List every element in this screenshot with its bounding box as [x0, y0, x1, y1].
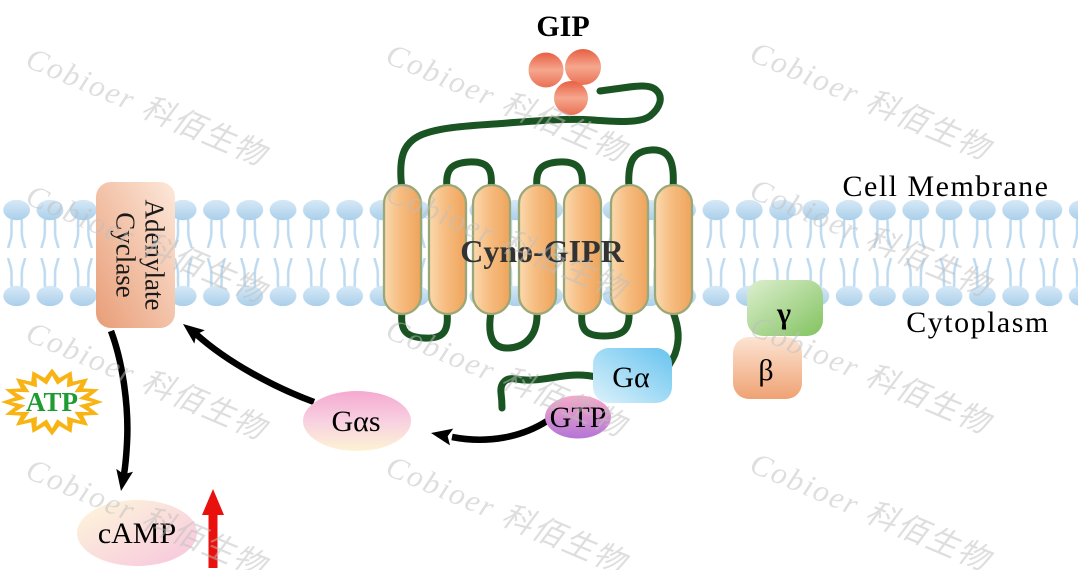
- extracellular-loop-3: [625, 146, 677, 192]
- camp-label: cAMP: [98, 517, 176, 550]
- n-terminus-loop: [397, 82, 664, 193]
- g-alpha-s-ellipse: [303, 391, 411, 451]
- receptor-loops: [397, 82, 682, 412]
- g-alpha-box: [593, 348, 672, 403]
- helix-1: [382, 183, 423, 316]
- beta-box: [733, 337, 802, 399]
- camp-molecule: cAMP: [77, 500, 197, 566]
- extracellular-loop-1: [443, 158, 495, 192]
- transmembrane-helices: [382, 183, 694, 316]
- gamma-label: γ: [776, 297, 791, 330]
- gip-circle-1: [528, 52, 564, 88]
- helix-3: [471, 183, 512, 316]
- g-alpha-s-label: Gαs: [331, 405, 380, 438]
- beta-label: β: [758, 354, 773, 387]
- camp-increase-arrow: [202, 489, 224, 568]
- helix-5: [562, 183, 603, 316]
- g-alpha-label: Gα: [612, 361, 650, 394]
- arrowhead-gtp-to-galphas: [431, 428, 454, 446]
- cytoplasm-label: Cytoplasm: [906, 306, 1050, 339]
- helix-4: [517, 183, 558, 316]
- arrowhead-galphas-to-adenylate-cyclase: [183, 324, 205, 344]
- g-alpha-subunit: Gα: [593, 348, 672, 403]
- atp-label: ATP: [26, 387, 78, 417]
- gtp-label: GTP: [550, 401, 607, 434]
- signal-arrows: [107, 324, 549, 491]
- receptor-label: Cyno-GIPR: [460, 233, 624, 269]
- adenylate-cyclase: Adenylate Cyclase: [96, 182, 175, 328]
- helix-7: [653, 183, 694, 316]
- atp-star-middle: [11, 375, 93, 429]
- gip-circle-3: [554, 81, 588, 115]
- cell-membrane-label: Cell Membrane: [843, 170, 1050, 203]
- arrow-atp-to-camp: [107, 329, 131, 481]
- arrow-galphas-to-adenylate-cyclase: [193, 331, 316, 406]
- gamma-box: [747, 280, 823, 336]
- c-terminus-tail: [497, 371, 600, 412]
- adenylate-cyclase-label-line1: Adenylate: [140, 200, 170, 311]
- helix-2: [427, 183, 468, 316]
- gtp-ellipse: [545, 395, 611, 439]
- gamma-subunit: γ: [747, 280, 823, 336]
- helix-6: [609, 183, 650, 316]
- adenylate-cyclase-box: [96, 182, 175, 328]
- intracellular-loop-3: [578, 308, 633, 340]
- gip-ligand: GIP: [528, 10, 601, 115]
- g-alpha-s-subunit: Gαs: [303, 391, 411, 451]
- atp-starburst: ATP: [1, 368, 103, 436]
- gip-circle-2: [565, 49, 601, 85]
- beta-subunit: β: [733, 337, 802, 399]
- intracellular-loop-1: [398, 308, 451, 342]
- camp-ellipse: [77, 500, 197, 566]
- arrow-gtp-to-galphas: [451, 418, 549, 443]
- gtp-molecule: GTP: [545, 395, 611, 439]
- gip-label: GIP: [536, 10, 589, 43]
- adenylate-cyclase-label-line2: Cyclase: [111, 212, 141, 297]
- arrowhead-atp-to-camp: [116, 468, 134, 491]
- extracellular-loop-2: [533, 158, 586, 192]
- intracellular-loop-2: [486, 308, 541, 352]
